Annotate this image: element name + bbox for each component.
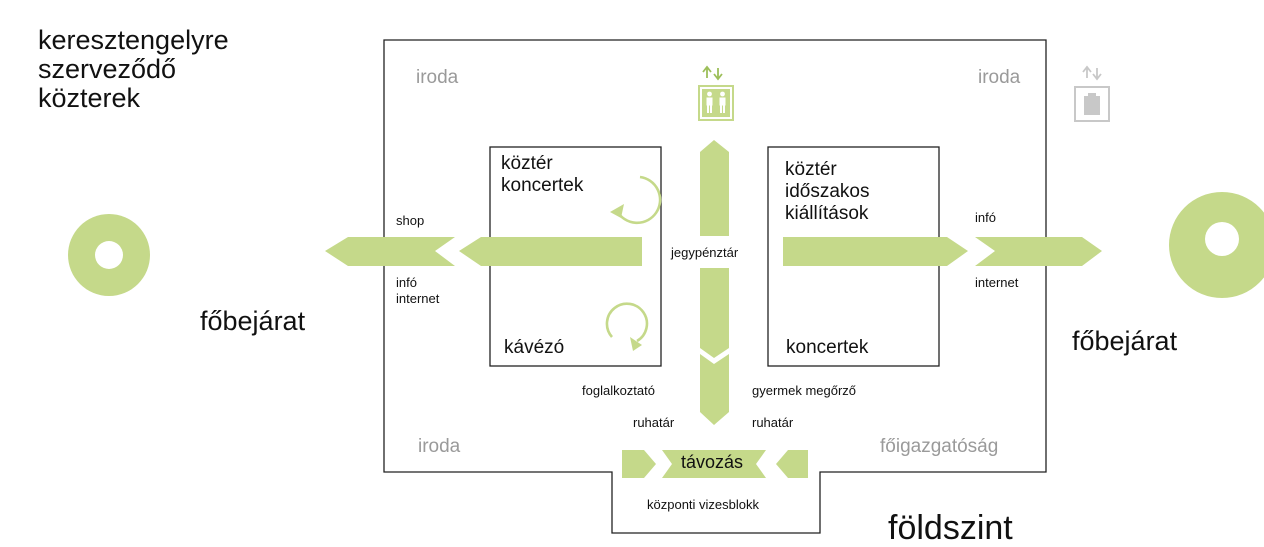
entrance-circle-icon-left (68, 214, 150, 296)
entrance-circle-icon-right (1169, 192, 1264, 298)
childcare-label: gyermek megőrző (752, 383, 857, 398)
axis-arrow-left-inner (459, 237, 642, 266)
axis-arrow-right-outer (975, 237, 1102, 266)
axis-arrow-up (700, 140, 729, 236)
rotate-arrow-icon-2 (605, 302, 649, 351)
axis-arrow-down-1 (700, 268, 729, 358)
employment-label: foglalkoztató (582, 383, 655, 398)
exit-arrow-right (776, 450, 808, 478)
right-room-top-label: köztér időszakos kiállítások (785, 159, 870, 224)
cloakroom-left-label: ruhatár (633, 415, 675, 430)
axis-arrow-left-outer (325, 237, 455, 266)
office-bottom-right: főigazgatóság (880, 436, 999, 457)
exit-label: távozás (681, 452, 744, 472)
main-entrance-left-label: főbejárat (200, 306, 306, 336)
floor-label: földszint (888, 509, 1013, 547)
elevator-freight-icon (1074, 65, 1110, 122)
exit-arrow-center (662, 450, 766, 478)
building-outline (383, 39, 1047, 534)
main-entrance-right-label: főbejárat (1072, 326, 1178, 356)
office-bottom-left: iroda (418, 436, 461, 457)
axis-arrow-right-inner (783, 237, 968, 266)
info-right-label: infó (975, 210, 996, 225)
office-top-right: iroda (978, 67, 1021, 88)
ticket-office-label: jegypénztár (671, 245, 739, 260)
exit-arrow-left (622, 450, 656, 478)
axis-arrow-down-2 (700, 354, 729, 425)
elevator-people-icon (698, 65, 734, 121)
cloakroom-right-label: ruhatár (752, 415, 794, 430)
rotate-arrow-icon (610, 175, 662, 225)
left-room-top-label: köztér koncertek (501, 153, 584, 196)
info-internet-left-label: infó internet (396, 275, 440, 306)
left-room-bottom-label: kávézó (504, 337, 565, 358)
diagram-title: keresztengelyre szerveződő közterek (38, 25, 229, 113)
shop-label: shop (396, 213, 425, 228)
office-top-left: iroda (416, 67, 459, 88)
restrooms-label: központi vizesblokk (647, 497, 759, 512)
internet-right-label: internet (975, 275, 1019, 290)
right-room-bottom-label: koncertek (786, 337, 869, 358)
